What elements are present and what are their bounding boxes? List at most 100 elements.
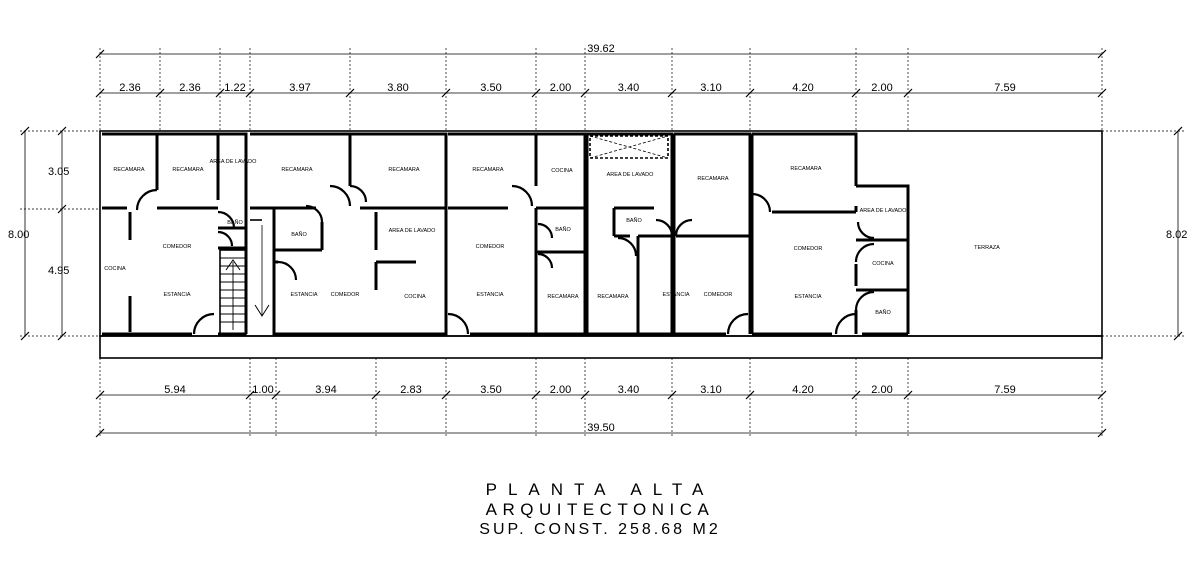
room-label: RECAMARA [281, 167, 313, 173]
room-label: RECAMARA [472, 167, 504, 173]
dimension-tick [1097, 390, 1107, 400]
dimension-tick [155, 88, 165, 98]
room-label: AREA DE LAVADO [210, 159, 258, 165]
dimension-label: 2.36 [119, 82, 140, 94]
unit-4-walls [585, 132, 674, 336]
dimension-tick [903, 390, 913, 400]
dimension-tick [851, 88, 861, 98]
unit-5-walls [640, 132, 752, 336]
top-total-dimension: 39.62 [587, 43, 615, 55]
dimension-label: 2.00 [550, 384, 571, 396]
room-labels: RECAMARA RECAMARA AREA DE LAVADO BAÑO CO… [104, 159, 1000, 316]
left-upper-dimension: 3.05 [48, 166, 69, 178]
title-line-2: ARQUITECTONICA [485, 500, 715, 519]
room-label: COCINA [104, 266, 126, 272]
dimension-tick [441, 390, 451, 400]
dimension-label: 4.20 [792, 384, 813, 396]
dimension-label: 1.22 [224, 82, 245, 94]
dimension-label: 7.59 [994, 384, 1015, 396]
dimension-label: 1.00 [252, 384, 273, 396]
unit-1-doors [135, 188, 236, 335]
unit-2-doors [277, 184, 368, 281]
dimension-tick [245, 88, 255, 98]
unit-5-doors [674, 218, 749, 335]
left-dimension-lines [20, 126, 100, 341]
room-label: RECAMARA [388, 167, 420, 173]
room-label: RECAMARA [790, 166, 822, 172]
room-label: RECAMARA [547, 294, 579, 300]
room-label: RECAMARA [113, 167, 145, 173]
dimension-label: 2.83 [400, 384, 421, 396]
unit-3-walls [448, 132, 587, 336]
top-dimension-labels: 2.36 2.36 1.22 3.97 3.80 3.50 2.00 3.40 3.10 4.20… [119, 82, 1015, 94]
unit-6-walls [750, 132, 910, 336]
dimension-label: 7.59 [994, 82, 1015, 94]
dimension-label: 3.97 [289, 82, 310, 94]
dimension-label: 2.00 [871, 82, 892, 94]
room-label: ESTANCIA [794, 294, 821, 300]
unit-4-doors [617, 218, 674, 257]
dimension-label: 3.94 [315, 384, 336, 396]
room-label: BAÑO [875, 309, 891, 316]
dimension-tick [851, 390, 861, 400]
dimension-label: 3.40 [618, 82, 639, 94]
dimension-tick [667, 390, 677, 400]
dimension-label: 4.20 [792, 82, 813, 94]
stair-down-arrow [250, 219, 270, 317]
dimension-label: 2.00 [550, 82, 571, 94]
dimension-tick [745, 390, 755, 400]
building-outline [99, 130, 1103, 359]
room-label: ESTANCIA [290, 292, 317, 298]
left-total-dimension: 8.00 [8, 229, 29, 241]
room-label: COMEDOR [476, 244, 505, 250]
left-lower-dimension: 4.95 [48, 265, 69, 277]
dimension-label: 2.00 [871, 384, 892, 396]
unit-2-walls [250, 132, 448, 336]
room-label: BAÑO [227, 219, 243, 226]
room-label: BAÑO [555, 226, 571, 233]
room-label: COMEDOR [794, 246, 823, 252]
dimension-label: 2.36 [179, 82, 200, 94]
right-total-dimension: 8.02 [1166, 229, 1187, 241]
room-label: ESTANCIA [163, 292, 190, 298]
room-label: COMEDOR [331, 292, 360, 298]
room-label: COCINA [872, 261, 894, 267]
dimension-tick [245, 390, 255, 400]
dimension-label: 3.10 [700, 82, 721, 94]
room-label: COCINA [551, 168, 573, 174]
room-label: RECAMARA [597, 294, 629, 300]
room-label: TERRAZA [974, 245, 1000, 251]
unit-3-doors [447, 184, 554, 335]
dimension-label: 3.50 [480, 82, 501, 94]
room-label: RECAMARA [172, 167, 204, 173]
dimension-tick [95, 49, 105, 59]
room-label: BAÑO [626, 217, 642, 224]
dimension-tick [441, 88, 451, 98]
dimension-tick [745, 88, 755, 98]
drawing-title-block: PLANTA ALTA ARQUITECTONICA SUP. CONST. 2… [380, 480, 820, 540]
dimension-label: 5.94 [164, 384, 185, 396]
dimension-tick [371, 390, 381, 400]
dimension-tick [1097, 88, 1107, 98]
room-label: COMEDOR [163, 244, 192, 250]
room-label: BAÑO [291, 231, 307, 238]
dimension-label: 3.80 [387, 82, 408, 94]
dimension-label: 3.50 [480, 384, 501, 396]
dimension-label: 3.40 [618, 384, 639, 396]
title-line-1: PLANTA ALTA [485, 480, 715, 499]
title-line-3: SUP. CONST. 258.68 M2 [479, 521, 721, 538]
right-dimension-lines [1102, 126, 1185, 341]
room-label: ESTANCIA [476, 292, 503, 298]
dimension-tick [580, 88, 590, 98]
room-label: RECAMARA [697, 176, 729, 182]
dimension-tick [667, 88, 677, 98]
dimension-tick [531, 88, 541, 98]
unit-6-doors [751, 192, 875, 335]
top-dimension-lines [95, 48, 1107, 131]
dimension-tick [271, 390, 281, 400]
room-label: AREA DE LAVADO [860, 208, 908, 214]
room-label: AREA DE LAVADO [607, 172, 655, 178]
bottom-total-dimension: 39.50 [587, 422, 615, 434]
